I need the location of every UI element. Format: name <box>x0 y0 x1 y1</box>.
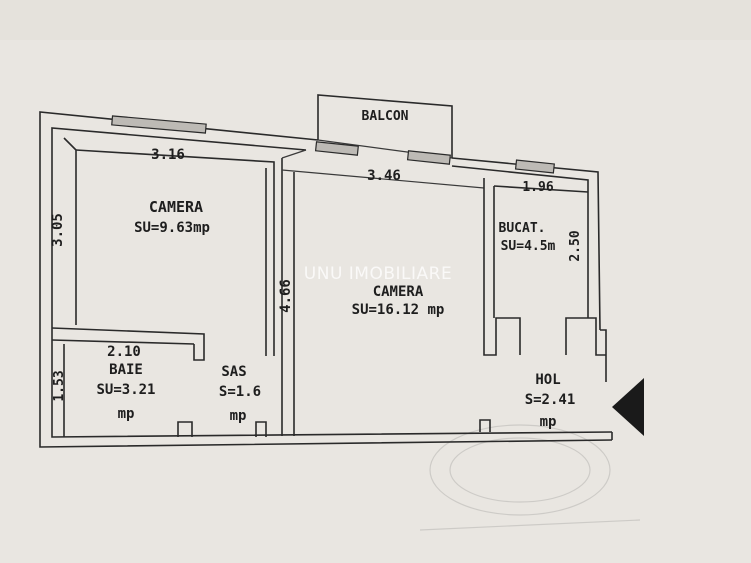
watermark: UNU IMOBILIARE <box>304 264 452 284</box>
room-name-camera-2: CAMERA <box>373 284 424 300</box>
balcony-label: BALCON <box>362 109 409 124</box>
room-area-sas: S=1.6 <box>219 384 261 400</box>
room-name-sas: SAS <box>221 364 246 380</box>
paper-shade-top <box>0 0 751 40</box>
window-camera-2 <box>406 150 451 165</box>
room-area-bucatarie: SU=4.5m <box>501 239 556 254</box>
room-name-hol: HOL <box>535 372 560 388</box>
dim-camera2-depth: 4.66 <box>278 279 294 313</box>
room-area-hol: S=2.41 <box>525 392 576 408</box>
dim-camera1-width: 3.16 <box>151 147 185 163</box>
dim-camera1-depth: 3.05 <box>50 213 66 247</box>
dim-bucat-depth: 2.50 <box>568 230 583 261</box>
room-unit-baie: mp <box>118 406 135 422</box>
window-balcony-door <box>314 141 359 156</box>
room-unit-sas: mp <box>230 408 247 424</box>
dim-bucat-width: 1.96 <box>522 180 553 195</box>
room-name-camera-1: CAMERA <box>149 198 203 216</box>
room-area-camera-1: SU=9.63mp <box>134 220 210 236</box>
room-name-baie: BAIE <box>109 362 143 378</box>
interior-walls <box>51 137 606 437</box>
room-area-baie: SU=3.21 <box>96 382 155 398</box>
window-bucatarie <box>514 159 555 174</box>
room-unit-hol: mp <box>540 414 557 430</box>
entrance-arrow-icon <box>612 378 644 436</box>
faded-stamp <box>419 424 641 531</box>
room-area-camera-2: SU=16.12 mp <box>352 302 445 318</box>
dim-camera2-width: 3.46 <box>367 168 401 184</box>
dim-baie-depth: 1.53 <box>52 370 67 401</box>
room-name-bucatarie: BUCAT. <box>499 221 546 236</box>
window-camera-1 <box>111 115 207 134</box>
dim-baie-width: 2.10 <box>107 344 141 360</box>
